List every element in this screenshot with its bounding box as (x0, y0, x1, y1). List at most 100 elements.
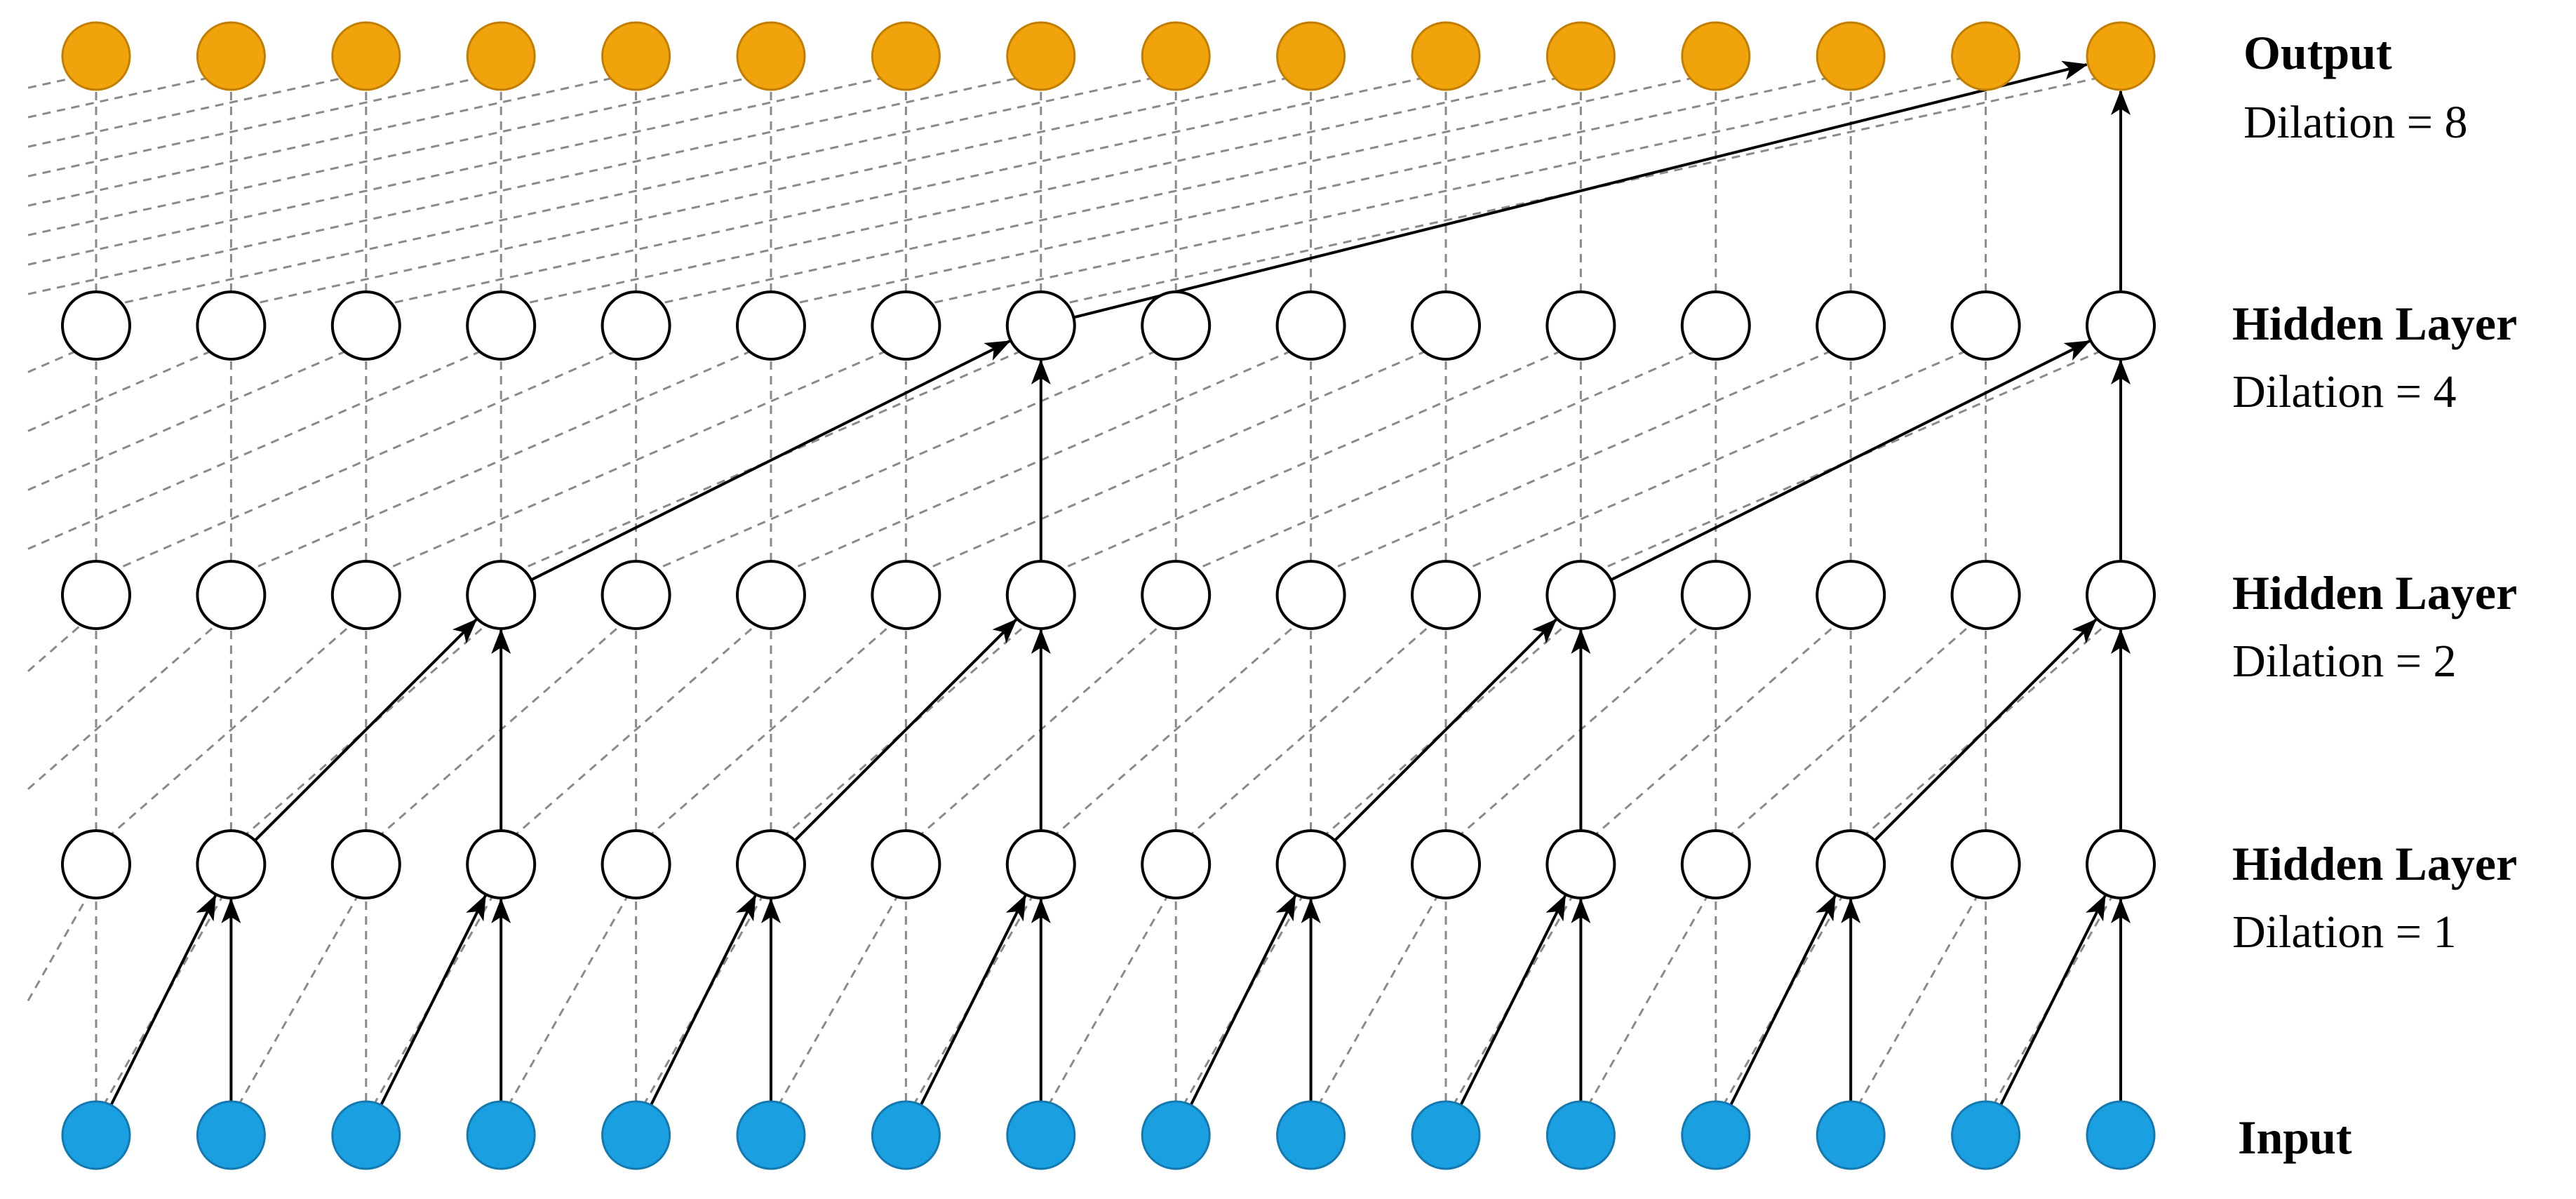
solid-arrow-edge (530, 340, 1011, 582)
dashed-diagonal-edge (230, 880, 368, 1119)
output-node (1816, 21, 1886, 91)
hidden2-node (2086, 560, 2156, 630)
dashed-diagonal-edge (1849, 880, 1987, 1119)
hidden2-node (1411, 560, 1481, 630)
output-node (1276, 21, 1346, 91)
hidden-layer-2-title: Hidden Layer (2232, 566, 2517, 619)
dashed-diagonal-edge (95, 341, 637, 580)
dashed-diagonal-edge (500, 610, 772, 849)
hidden1-node (196, 829, 267, 899)
hidden1-node (466, 829, 537, 899)
dashed-diagonal-edge (770, 72, 1851, 310)
input-node (601, 1100, 671, 1170)
dashed-diagonal-edge (95, 610, 367, 849)
dashed-diagonal-edge (231, 72, 1311, 310)
hidden1-node (871, 829, 941, 899)
hidden-layer-1-dilation: Dilation = 1 (2232, 906, 2457, 958)
dashed-diagonal-edge (770, 341, 1312, 580)
input-node (1006, 1100, 1076, 1170)
dashed-diagonal-edge (27, 880, 98, 1002)
dashed-diagonal-edge (95, 72, 1176, 310)
hidden1-node (1411, 829, 1481, 899)
output-node (871, 21, 941, 91)
output-node (1951, 21, 2021, 91)
solid-arrow-edge (1459, 894, 1567, 1106)
input-node (331, 1100, 401, 1170)
input-node (1816, 1100, 1886, 1170)
hidden2-node (61, 560, 131, 630)
hidden3-node (466, 290, 537, 361)
hidden2-node (1950, 560, 2021, 630)
output-title: Output (2243, 26, 2392, 79)
dashed-diagonal-edge (500, 72, 1581, 310)
dashed-diagonal-edge (770, 880, 907, 1119)
dashed-diagonal-edge (1040, 880, 1177, 1119)
output-node (466, 21, 536, 91)
dashed-diagonal-edge (1040, 341, 1582, 580)
solid-arrow-edge (1073, 60, 2088, 319)
hidden3-node (1275, 290, 1346, 361)
solid-arrow-edge (793, 618, 1017, 842)
active-connections (109, 60, 2131, 1106)
hidden3-node (1411, 290, 1481, 361)
solid-arrow-edge (1610, 340, 2091, 582)
input-node (1276, 1100, 1346, 1170)
hidden3-node (2086, 290, 2156, 361)
hidden3-node (1950, 290, 2021, 361)
solid-arrow-edge (920, 894, 1027, 1106)
solid-arrow-edge (1729, 894, 1837, 1106)
dashed-diagonal-edge (27, 72, 906, 266)
hidden1-node (736, 829, 806, 899)
layer-label-output: Output Dilation = 8 (2243, 26, 2468, 148)
hidden1-node (1950, 829, 2021, 899)
neuron-nodes (61, 21, 2156, 1170)
input-title: Input (2238, 1111, 2352, 1164)
hidden1-node (601, 829, 671, 899)
hidden3-node (61, 290, 131, 361)
dashed-diagonal-edge (1580, 341, 2121, 580)
dashed-diagonal-edge (1445, 341, 1987, 580)
dashed-diagonal-edge (499, 880, 637, 1119)
hidden2-node (1816, 560, 1886, 630)
output-node (1545, 21, 1616, 91)
hidden2-node (871, 560, 941, 630)
output-node (1681, 21, 1751, 91)
solid-arrow-edge (1189, 894, 1297, 1106)
hidden3-node (1141, 290, 1212, 361)
dashed-diagonal-edge (27, 72, 232, 119)
hidden-layer-2-dilation: Dilation = 2 (2232, 636, 2457, 687)
dashed-diagonal-edge (27, 341, 232, 432)
solid-arrow-edge (253, 618, 478, 842)
solid-arrow-edge (109, 894, 217, 1106)
hidden3-node (1816, 290, 1886, 361)
dashed-diagonal-edge (906, 72, 1986, 310)
layer-label-hidden-4: Hidden Layer Dilation = 4 (2232, 297, 2517, 417)
hidden2-node (1680, 560, 1751, 630)
output-node (61, 21, 131, 91)
dashed-diagonal-edge (27, 341, 502, 550)
hidden3-node (196, 290, 267, 361)
output-node (2086, 21, 2156, 91)
solid-arrow-edge (1334, 618, 1557, 842)
dashed-diagonal-edge (27, 72, 1042, 295)
hidden2-node (1545, 560, 1616, 630)
hidden1-node (1005, 829, 1076, 899)
output-node (601, 21, 671, 91)
dashed-diagonal-edge (1175, 341, 1717, 580)
hidden3-node (871, 290, 941, 361)
hidden3-node (330, 290, 401, 361)
input-node (466, 1100, 536, 1170)
hidden-layer-4-title: Hidden Layer (2232, 297, 2517, 350)
layer-label-hidden-1: Hidden Layer Dilation = 1 (2232, 837, 2517, 958)
output-dilation: Dilation = 8 (2243, 97, 2468, 148)
dashed-diagonal-edge (1040, 610, 1312, 849)
output-node (1411, 21, 1481, 91)
solid-arrow-edge (1999, 894, 2107, 1106)
output-node (196, 21, 266, 91)
hidden1-node (61, 829, 131, 899)
input-node (871, 1100, 941, 1170)
dashed-diagonal-edge (365, 341, 907, 580)
hidden2-node (1141, 560, 1212, 630)
dashed-diagonal-edge (1580, 880, 1717, 1119)
